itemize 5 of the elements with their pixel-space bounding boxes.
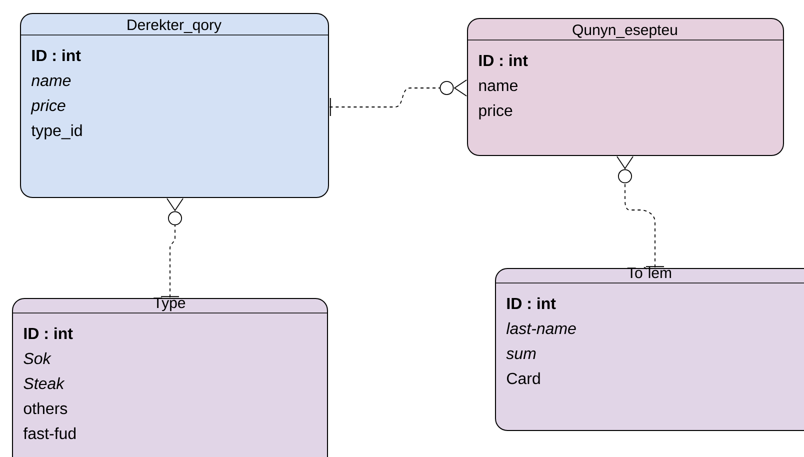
relationship-line bbox=[160, 198, 184, 298]
entity-table: Qunyn_esepteu ID : int name price bbox=[466, 18, 784, 156]
relationship-line bbox=[329, 80, 467, 116]
relationship-line bbox=[616, 156, 664, 268]
entity-table: Derekter_qory ID : int name price type_id bbox=[20, 13, 329, 198]
